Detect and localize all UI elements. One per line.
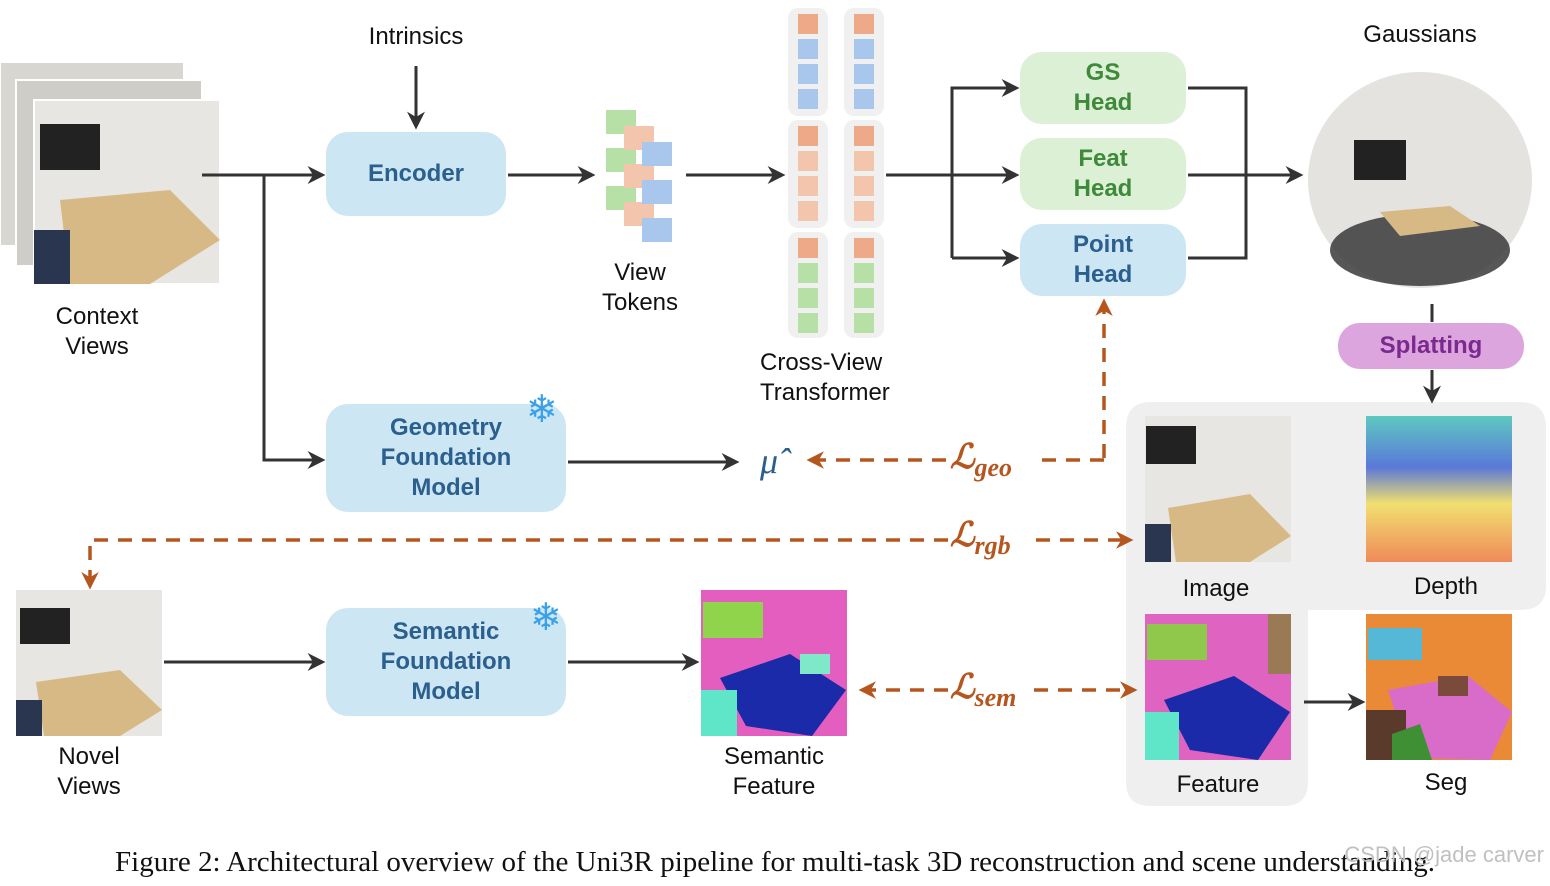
figure-caption: Figure 2: Architectural overview of the …: [115, 846, 1435, 878]
transformer-token: [798, 238, 818, 258]
transformer-token: [854, 288, 874, 308]
snowflake-icon: ❄: [526, 389, 558, 431]
geometry-foundation-model-box: Geometry Foundation Model: [326, 404, 566, 512]
transformer-token: [854, 89, 874, 109]
transformer-token: [798, 201, 818, 221]
context-views-label: Context Views: [55, 303, 139, 360]
splatting-box: Splatting: [1338, 323, 1524, 369]
transformer-token: [854, 201, 874, 221]
loss-sem-subscript: sem: [974, 683, 1017, 712]
loss-geo-symbol: ℒ: [950, 439, 975, 476]
transformer-token: [854, 64, 874, 84]
depth-label: Depth: [1413, 573, 1479, 600]
transformer-token: [854, 151, 874, 171]
watermark: CSDN @jade carver: [1344, 842, 1544, 867]
semantic-feature-map: [701, 590, 847, 736]
point-head-box: Point Head: [1020, 224, 1186, 296]
transformer-token: [798, 89, 818, 109]
transformer-token: [854, 39, 874, 59]
transformer-token: [854, 238, 874, 258]
rendered-image: [1145, 416, 1291, 562]
cross-view-transformer-tokens: [788, 8, 884, 338]
transformer-token: [854, 313, 874, 333]
loss-geo: ℒgeo: [950, 440, 1012, 486]
loss-sem: ℒsem: [950, 670, 1016, 716]
transformer-token: [798, 64, 818, 84]
gaussians-label: Gaussians: [1363, 21, 1477, 48]
seg-label: Seg: [1424, 769, 1468, 796]
feature-label: Feature: [1176, 771, 1260, 798]
gaussians-rendering: [1308, 72, 1532, 288]
loss-sem-symbol: ℒ: [950, 669, 975, 706]
transformer-token: [798, 14, 818, 34]
encoder-box: Encoder: [326, 132, 506, 216]
intrinsics-label: Intrinsics: [368, 23, 464, 50]
view-tokens: [606, 110, 672, 242]
transformer-token: [798, 263, 818, 283]
context-views-images: [0, 61, 221, 285]
depth-map: [1366, 416, 1512, 562]
semantic-feature-label: Semantic Feature: [723, 743, 825, 800]
transformer-token: [798, 39, 818, 59]
loss-geo-subscript: geo: [974, 453, 1013, 482]
segmentation-map: [1366, 614, 1512, 760]
flow-arrows: [164, 66, 1441, 711]
novel-views-label: Novel Views: [57, 743, 121, 800]
transformer-token: [854, 176, 874, 196]
transformer-token: [854, 14, 874, 34]
view-tokens-label: View Tokens: [601, 259, 679, 316]
transformer-token: [798, 126, 818, 146]
transformer-token: [854, 126, 874, 146]
transformer-token: [854, 263, 874, 283]
cross-view-transformer-label: Cross-View Transformer: [760, 349, 890, 406]
transformer-token: [798, 288, 818, 308]
transformer-token: [798, 151, 818, 171]
transformer-token: [798, 176, 818, 196]
image-label: Image: [1182, 575, 1250, 602]
semantic-foundation-model-box: Semantic Foundation Model: [326, 608, 566, 716]
novel-view-image: [16, 590, 162, 736]
snowflake-icon: ❄: [530, 597, 562, 639]
loss-arrows: [81, 298, 1138, 699]
transformer-token: [798, 313, 818, 333]
mu-hat-symbol: μ̂: [760, 441, 779, 481]
loss-rgb: ℒrgb: [950, 518, 1011, 564]
loss-rgb-symbol: ℒ: [950, 517, 975, 554]
loss-rgb-subscript: rgb: [974, 531, 1011, 560]
rendered-feature-map: [1145, 614, 1291, 760]
feat-head-box: Feat Head: [1020, 138, 1186, 210]
gs-head-box: GS Head: [1020, 52, 1186, 124]
